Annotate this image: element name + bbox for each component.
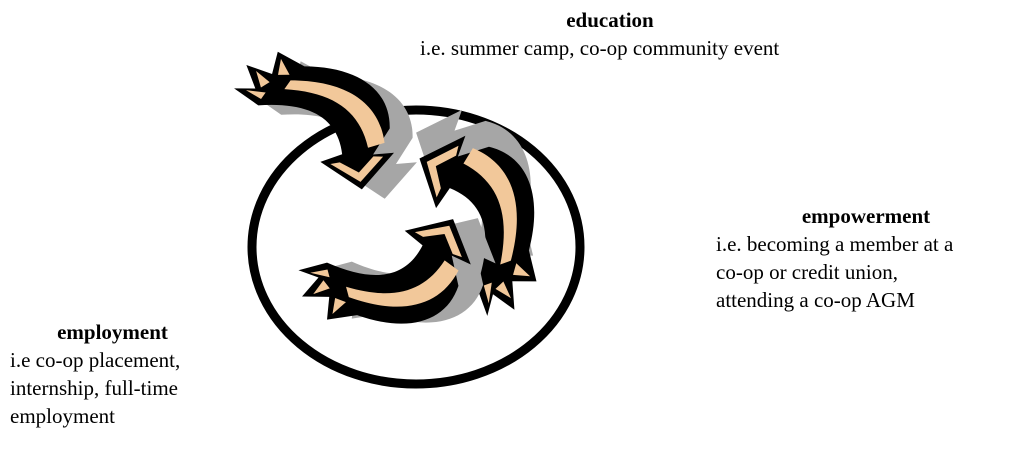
employment-title: employment [10,318,215,346]
employment-label: employment i.e co-op placement, internsh… [10,318,250,430]
empowerment-title: empowerment [716,202,1016,230]
empowerment-description: i.e. becoming a member at a co-op or cre… [716,230,1016,314]
education-title: education [440,6,780,34]
education-label: education i.e. summer camp, co-op commun… [420,6,940,62]
empowerment-label: empowerment i.e. becoming a member at a … [716,202,1016,314]
curved-arrow-icon [229,31,423,221]
education-description: i.e. summer camp, co-op community event [420,34,940,62]
employment-description: i.e co-op placement, internship, full-ti… [10,346,250,430]
